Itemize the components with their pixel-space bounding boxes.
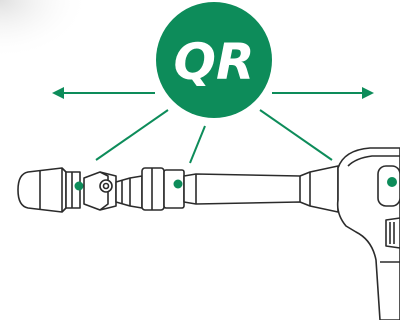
left-arrow-icon	[52, 87, 155, 99]
callout-lines	[95, 109, 333, 164]
corner-shadow	[0, 0, 90, 60]
qr-badge-label: QR	[173, 33, 254, 91]
socket-icon	[17, 167, 84, 213]
universal-joint-icon	[83, 167, 185, 211]
qr-badge: QR	[156, 2, 272, 118]
ratchet-head-icon	[336, 147, 400, 320]
extension-bar-icon	[183, 165, 339, 213]
right-arrow-icon	[272, 87, 374, 99]
